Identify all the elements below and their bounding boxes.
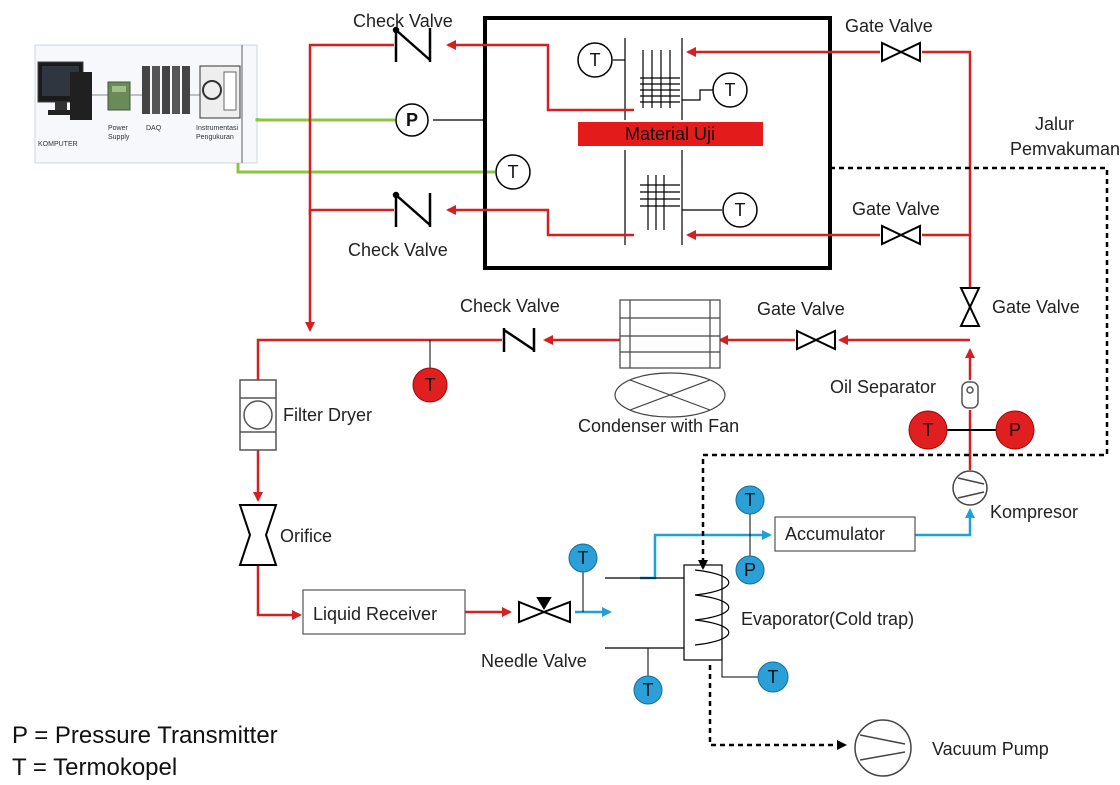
liquid-receiver-label: Liquid Receiver bbox=[313, 604, 437, 624]
gate-valve-mid-icon bbox=[882, 226, 920, 244]
check-valve-top-label: Check Valve bbox=[353, 11, 453, 31]
accumulator-label: Accumulator bbox=[785, 524, 885, 544]
instr-label-1: Instrumentasi bbox=[196, 125, 238, 132]
daq-label: DAQ bbox=[146, 125, 162, 132]
power-supply-icon bbox=[108, 82, 130, 110]
oil-separator-label: Oil Separator bbox=[830, 377, 936, 397]
gate-valve-vertical-icon bbox=[961, 288, 979, 326]
sensor-t-chamber-1: T bbox=[578, 43, 612, 77]
sensor-t-chamber-4: T bbox=[723, 193, 757, 227]
svg-text:T: T bbox=[725, 80, 736, 100]
evaporator-label: Evaporator(Cold trap) bbox=[741, 609, 914, 629]
needle-valve-icon bbox=[519, 598, 570, 622]
sensor-t-evap-out: T bbox=[758, 662, 788, 692]
svg-text:P: P bbox=[744, 560, 756, 580]
vacuum-line-label-2: Pemvakuman bbox=[1010, 139, 1120, 159]
gate-valve-vertical-label: Gate Valve bbox=[992, 297, 1080, 317]
sensor-t-condenser: T bbox=[413, 368, 447, 402]
check-valve-mid-label: Check Valve bbox=[348, 240, 448, 260]
evaporator-icon bbox=[605, 565, 729, 660]
gate-valve-top-icon bbox=[882, 43, 920, 61]
sensor-t-chamber-3: T bbox=[496, 155, 530, 189]
check-valve-condenser-icon bbox=[504, 328, 534, 352]
heat-exchanger-bottom bbox=[625, 150, 722, 245]
svg-text:P: P bbox=[406, 110, 418, 130]
vacuum-line bbox=[703, 168, 1107, 745]
check-valve-top-icon bbox=[394, 28, 430, 62]
svg-text:T: T bbox=[425, 375, 436, 395]
sensor-t-chamber-2: T bbox=[713, 73, 747, 107]
kompresor-label: Kompresor bbox=[990, 502, 1078, 522]
sensor-t-evap-in: T bbox=[634, 676, 662, 704]
svg-text:T: T bbox=[643, 680, 654, 700]
orifice-icon bbox=[240, 505, 276, 565]
svg-text:T: T bbox=[590, 50, 601, 70]
daq-icon bbox=[142, 66, 190, 114]
kompresor-icon bbox=[953, 471, 987, 505]
computer-label: KOMPUTER bbox=[38, 141, 78, 148]
instrument-icon bbox=[200, 66, 240, 118]
sensor-p-accumulator: P bbox=[736, 556, 764, 584]
gate-valve-mid-label: Gate Valve bbox=[852, 199, 940, 219]
filter-dryer-label: Filter Dryer bbox=[283, 405, 372, 425]
svg-text:T: T bbox=[768, 667, 779, 687]
svg-text:T: T bbox=[745, 490, 756, 510]
vacuum-pump-icon bbox=[855, 720, 911, 776]
svg-text:T: T bbox=[923, 420, 934, 440]
vacuum-line-label-1: Jalur bbox=[1035, 114, 1074, 134]
power-label-1: Power bbox=[108, 125, 129, 132]
sensor-p-compressor: P bbox=[996, 411, 1034, 449]
sensor-p-chamber: P bbox=[396, 104, 428, 136]
signal-lines bbox=[238, 118, 495, 172]
svg-text:T: T bbox=[735, 200, 746, 220]
legend-pressure: P = Pressure Transmitter bbox=[12, 722, 278, 749]
gate-valve-top-label: Gate Valve bbox=[845, 16, 933, 36]
power-label-2: Supply bbox=[108, 134, 130, 141]
heat-exchanger-top bbox=[613, 38, 715, 120]
instr-label-2: Pengukuran bbox=[196, 134, 234, 141]
vacuum-pump-label: Vacuum Pump bbox=[932, 739, 1049, 759]
gate-valve-condenser-icon bbox=[797, 331, 835, 349]
svg-text:T: T bbox=[578, 548, 589, 568]
sensor-t-accumulator: T bbox=[736, 486, 764, 514]
sensor-t-compressor: T bbox=[909, 411, 947, 449]
check-valve-mid-icon bbox=[394, 193, 430, 227]
filter-dryer-icon bbox=[240, 380, 276, 450]
orifice-label: Orifice bbox=[280, 526, 332, 546]
daq-panel: KOMPUTER Power Supply DAQ Instrumentasi … bbox=[35, 45, 257, 163]
gate-valve-condenser-label: Gate Valve bbox=[757, 299, 845, 319]
svg-text:T: T bbox=[508, 162, 519, 182]
condenser-label: Condenser with Fan bbox=[578, 416, 739, 436]
svg-text:P: P bbox=[1009, 420, 1021, 440]
check-valve-condenser-label: Check Valve bbox=[460, 296, 560, 316]
condenser-icon bbox=[615, 300, 725, 417]
sensor-t-needle: T bbox=[569, 544, 597, 572]
oil-separator-icon bbox=[962, 382, 978, 408]
material-label: Material Uji bbox=[625, 124, 715, 144]
needle-valve-label: Needle Valve bbox=[481, 651, 587, 671]
legend-thermo: T = Termokopel bbox=[12, 754, 177, 781]
